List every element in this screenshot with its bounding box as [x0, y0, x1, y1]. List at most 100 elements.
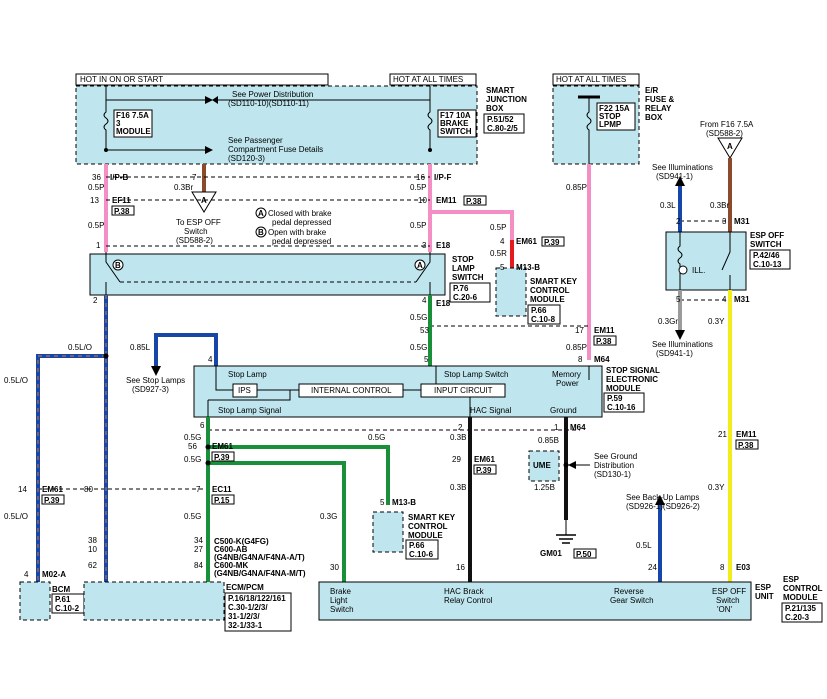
svg-text:P.66: P.66: [409, 541, 425, 550]
svg-text:(G4NB/G4NA/F4NA-A/T): (G4NB/G4NA/F4NA-A/T): [214, 553, 305, 562]
svg-text:(SD110-10)(SD110-11): (SD110-10)(SD110-11): [228, 99, 309, 108]
below-sse-wires: [205, 417, 665, 582]
connector-lines: [38, 176, 732, 490]
svg-text:0.3B: 0.3B: [450, 483, 466, 492]
svg-text:31-1/2/3/: 31-1/2/3/: [228, 612, 260, 621]
svg-text:LAMP: LAMP: [452, 264, 475, 273]
svg-text:From F16 7.5A: From F16 7.5A: [700, 120, 754, 129]
svg-text:(G4NB/G4NA/F4NA-M/T): (G4NB/G4NA/F4NA-M/T): [214, 569, 306, 578]
svg-text:0.3Y: 0.3Y: [708, 483, 725, 492]
svg-text:Open with brake: Open with brake: [268, 228, 327, 237]
svg-text:ILL.: ILL.: [692, 266, 705, 275]
svg-text:EM61: EM61: [42, 485, 63, 494]
svg-text:7: 7: [196, 485, 201, 494]
svg-text:0.3Br: 0.3Br: [174, 183, 193, 192]
svg-text:0.85P: 0.85P: [566, 343, 587, 352]
svg-text:4: 4: [722, 295, 727, 304]
svg-text:P.76: P.76: [453, 284, 469, 293]
svg-text:0.3Br: 0.3Br: [710, 201, 729, 210]
svg-text:2: 2: [676, 217, 681, 226]
svg-text:ESP: ESP: [755, 583, 772, 592]
svg-text:BOX: BOX: [486, 104, 504, 113]
svg-text:P.21/135: P.21/135: [785, 604, 817, 613]
svg-text:C.10-13: C.10-13: [753, 260, 782, 269]
svg-text:Switch: Switch: [184, 227, 208, 236]
marker-a-triangle: [191, 191, 217, 213]
svg-text:'ON': 'ON': [717, 605, 733, 614]
svg-text:3: 3: [422, 241, 427, 250]
svg-text:BRAKE: BRAKE: [440, 119, 469, 128]
svg-text:Light: Light: [330, 596, 348, 605]
svg-text:0.5P: 0.5P: [410, 183, 426, 192]
smart-key-module-2: SMART KEY CONTROL MODULE P.66 C.10-6: [372, 511, 456, 560]
svg-text:0.5R: 0.5R: [490, 249, 507, 258]
svg-text:SMART KEY: SMART KEY: [530, 277, 578, 286]
svg-text:0.5P: 0.5P: [490, 223, 506, 232]
svg-text:B: B: [258, 228, 264, 237]
svg-text:16: 16: [416, 173, 425, 182]
svg-text:P.38: P.38: [466, 197, 482, 206]
switch-legend: A Closed with brake pedal depressed B Op…: [176, 207, 332, 246]
svg-text:5: 5: [424, 355, 429, 364]
svg-text:INTERNAL CONTROL: INTERNAL CONTROL: [311, 386, 392, 395]
svg-text:(SD588-2): (SD588-2): [706, 129, 743, 138]
svg-text:pedal depressed: pedal depressed: [272, 218, 331, 227]
svg-text:HOT AT ALL TIMES: HOT AT ALL TIMES: [556, 75, 626, 84]
smart-junction-box: SMART JUNCTION BOX P.51/52 C.80-2/5 See …: [75, 85, 527, 165]
svg-text:P.50: P.50: [576, 550, 592, 559]
svg-text:(SD588-2): (SD588-2): [176, 236, 213, 245]
svg-text:SWITCH: SWITCH: [452, 273, 484, 282]
er-fuse-relay-box: E/R FUSE & RELAY BOX F22 15A STOP LPMP: [552, 85, 675, 165]
svg-text:EF11: EF11: [112, 196, 131, 205]
svg-text:8: 8: [578, 355, 583, 364]
svg-text:17: 17: [575, 326, 584, 335]
svg-text:EC11: EC11: [212, 485, 232, 494]
svg-text:MODULE: MODULE: [530, 295, 565, 304]
svg-text:0.3G: 0.3G: [320, 512, 337, 521]
svg-text:24: 24: [648, 563, 657, 572]
svg-text:(SD927-3): (SD927-3): [132, 385, 169, 394]
svg-text:0.5L/O: 0.5L/O: [4, 512, 28, 521]
svg-text:HOT AT ALL TIMES: HOT AT ALL TIMES: [393, 75, 463, 84]
svg-text:0.5G: 0.5G: [184, 455, 201, 464]
svg-text:C.10-16: C.10-16: [607, 403, 636, 412]
svg-text:SMART: SMART: [486, 86, 515, 95]
svg-text:32-1/33-1: 32-1/33-1: [228, 621, 263, 630]
svg-text:A: A: [417, 261, 423, 270]
svg-text:ELECTRONIC: ELECTRONIC: [606, 375, 658, 384]
svg-text:M13-B: M13-B: [516, 263, 540, 272]
svg-text:0.85L: 0.85L: [130, 343, 151, 352]
svg-text:Switch: Switch: [330, 605, 354, 614]
svg-text:A: A: [727, 142, 733, 151]
svg-text:(SD926-1)(SD926-2): (SD926-1)(SD926-2): [626, 502, 700, 511]
svg-text:HOT IN ON OR START: HOT IN ON OR START: [80, 75, 163, 84]
svg-text:CONTROL: CONTROL: [408, 522, 448, 531]
svg-text:P.51/52: P.51/52: [487, 115, 514, 124]
svg-text:SWITCH: SWITCH: [440, 127, 472, 136]
svg-text:HAC Brack: HAC Brack: [444, 587, 485, 596]
svg-text:5: 5: [676, 295, 681, 304]
bcm-module: BCM P.61 C.10-2: [19, 581, 85, 621]
svg-text:0.5P: 0.5P: [410, 221, 426, 230]
svg-text:0.3L: 0.3L: [660, 201, 676, 210]
svg-text:MODULE: MODULE: [116, 127, 151, 136]
svg-text:ECM/PCM: ECM/PCM: [226, 583, 264, 592]
svg-text:MODULE: MODULE: [408, 531, 443, 540]
svg-text:C.10-8: C.10-8: [531, 315, 556, 324]
svg-text:0.5L/O: 0.5L/O: [68, 343, 92, 352]
svg-text:F16 7.5A: F16 7.5A: [116, 111, 149, 120]
svg-text:MODULE: MODULE: [783, 593, 818, 602]
svg-text:0.3Y: 0.3Y: [708, 317, 725, 326]
svg-text:4: 4: [24, 570, 29, 579]
svg-text:BCM: BCM: [52, 585, 71, 594]
svg-text:Switch: Switch: [716, 596, 740, 605]
svg-text:C.10-6: C.10-6: [409, 550, 434, 559]
svg-text:GM01: GM01: [540, 549, 562, 558]
svg-text:30: 30: [330, 563, 339, 572]
svg-text:EM61: EM61: [474, 455, 495, 464]
svg-text:BOX: BOX: [645, 113, 663, 122]
svg-text:P.16/18/122/161: P.16/18/122/161: [228, 594, 286, 603]
svg-text:29: 29: [452, 455, 461, 464]
svg-text:38: 38: [88, 536, 97, 545]
svg-text:UNIT: UNIT: [755, 592, 774, 601]
